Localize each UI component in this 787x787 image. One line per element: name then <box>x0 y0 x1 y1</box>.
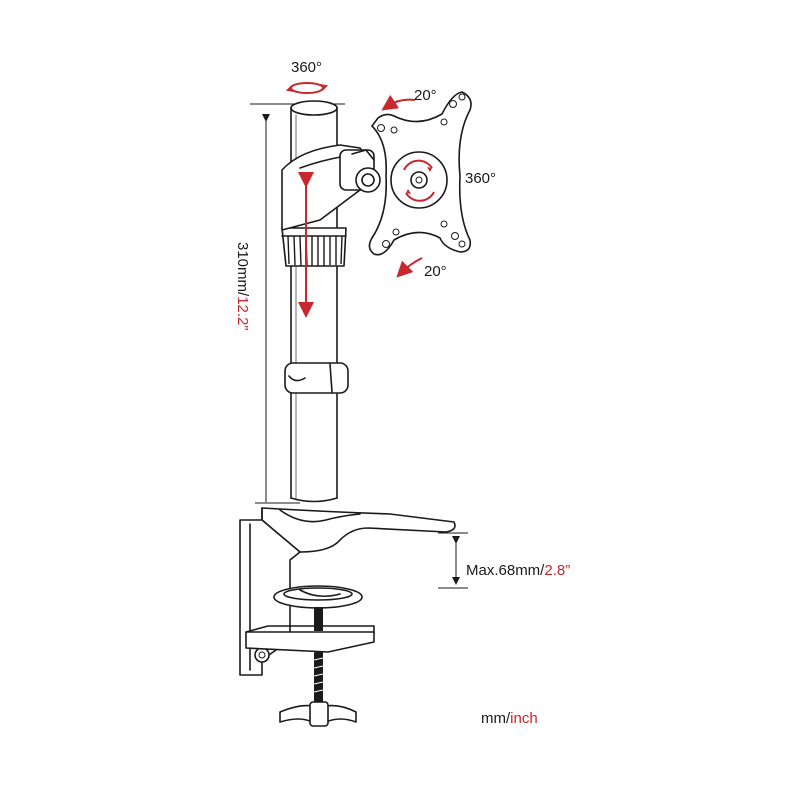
tilt-up-arrow-icon <box>381 94 416 111</box>
height-label: 310mm/12.2” <box>234 242 251 330</box>
tilt-top-label: 20° <box>414 87 437 104</box>
cable-clip <box>284 362 349 394</box>
pole-rotation-arrow-icon <box>285 82 329 94</box>
plate-rotation-label: 360° <box>465 170 496 187</box>
plate-rotation-arrow-icon <box>403 159 435 202</box>
clamp-thickness-dimension <box>438 532 468 589</box>
arm-head <box>281 144 381 231</box>
clamp-screw <box>245 607 375 704</box>
clamp-pad <box>273 585 363 609</box>
clamp-knob <box>279 701 357 727</box>
height-collar <box>281 227 347 267</box>
tilt-bottom-label: 20° <box>424 263 447 280</box>
pole-rotation-label: 360° <box>291 59 322 76</box>
clamp-thickness-label: Max.68mm/2.8” <box>466 562 570 579</box>
units-legend: mm/inch <box>481 710 538 727</box>
vesa-plate <box>368 91 472 256</box>
tilt-down-arrow-icon <box>396 257 423 278</box>
